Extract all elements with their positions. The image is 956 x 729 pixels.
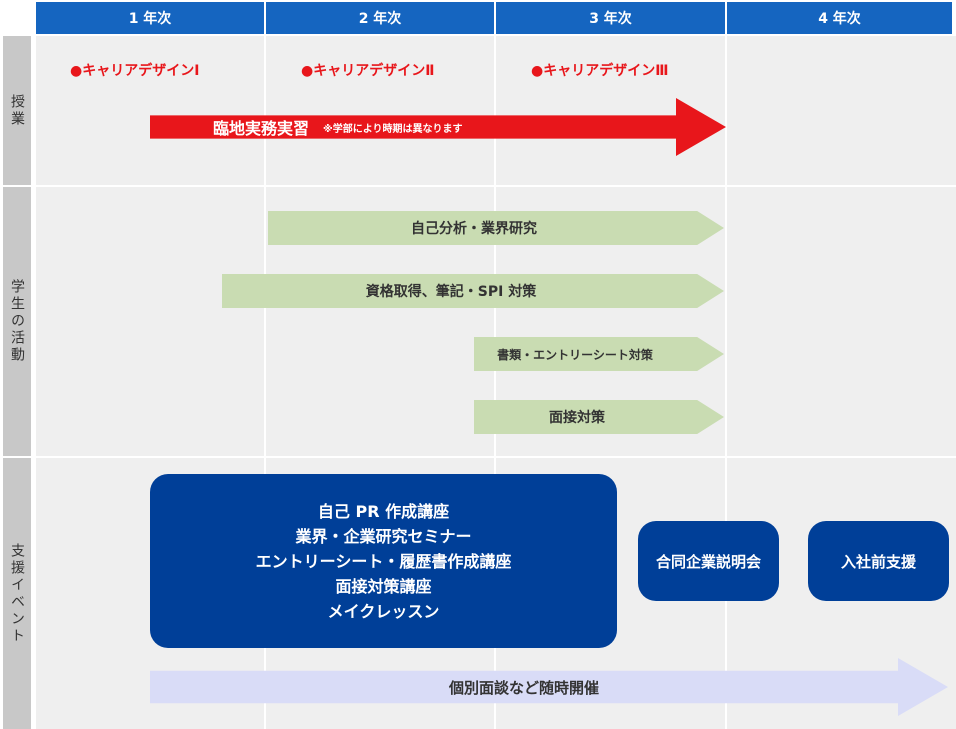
- course-career-design-2: ●キャリアデザインⅡ: [301, 63, 435, 79]
- event-item: メイクレッスン: [327, 601, 440, 621]
- internship-note: ※学部により時期は異なります: [323, 123, 463, 135]
- column-divider: [725, 36, 727, 729]
- course-career-design-1: ●キャリアデザインⅠ: [70, 63, 200, 79]
- year-header-2: 2 年次: [266, 2, 494, 34]
- row-label-classes: 授業: [3, 36, 31, 185]
- row-label-classes-text: 授業: [9, 93, 25, 128]
- year-header-1: 1 年次: [36, 2, 264, 34]
- event-item: 自己 PR 作成講座: [317, 501, 450, 521]
- row-label-events: 支援イベント: [3, 458, 31, 729]
- activity-arrow-qualifications: 資格取得、筆記・SPI 対策: [222, 274, 724, 308]
- row-label-activities-text: 学生の活動: [9, 279, 25, 364]
- row-label-activities: 学生の活動: [3, 187, 31, 456]
- activity-label: 自己分析・業界研究: [411, 221, 537, 237]
- activity-arrow-self-analysis: 自己分析・業界研究: [268, 211, 724, 245]
- event-item: 面接対策講座: [335, 576, 432, 596]
- row-divider: [0, 456, 956, 458]
- joint-fair-label: 合同企業説明会: [655, 552, 761, 571]
- event-item: エントリーシート・履歴書作成講座: [255, 551, 512, 571]
- year-header-4: 4 年次: [727, 2, 952, 34]
- row-divider: [0, 185, 956, 187]
- pre-entry-label: 入社前支援: [840, 552, 916, 571]
- column-divider: [494, 36, 496, 729]
- pre-entry-box: 入社前支援: [808, 521, 949, 601]
- row-label-events-text: 支援イベント: [9, 542, 25, 645]
- activity-arrow-entry-sheet: 書類・エントリーシート対策: [474, 337, 724, 371]
- consultation-label: 個別面談など随時開催: [448, 678, 599, 697]
- activity-label: 書類・エントリーシート対策: [497, 347, 653, 362]
- event-item: 業界・企業研究セミナー: [295, 526, 472, 546]
- activity-arrow-interview: 面接対策: [474, 400, 724, 434]
- internship-label: 臨地実務実習: [213, 119, 310, 138]
- column-divider: [264, 36, 266, 729]
- activity-label: 資格取得、筆記・SPI 対策: [365, 284, 537, 300]
- joint-fair-box: 合同企業説明会: [638, 521, 779, 601]
- course-career-design-3: ●キャリアデザインⅢ: [531, 63, 669, 79]
- activity-label: 面接対策: [549, 410, 605, 426]
- main-events-box: 自己 PR 作成講座 業界・企業研究セミナー エントリーシート・履歴書作成講座 …: [150, 474, 617, 648]
- year-header-3: 3 年次: [496, 2, 725, 34]
